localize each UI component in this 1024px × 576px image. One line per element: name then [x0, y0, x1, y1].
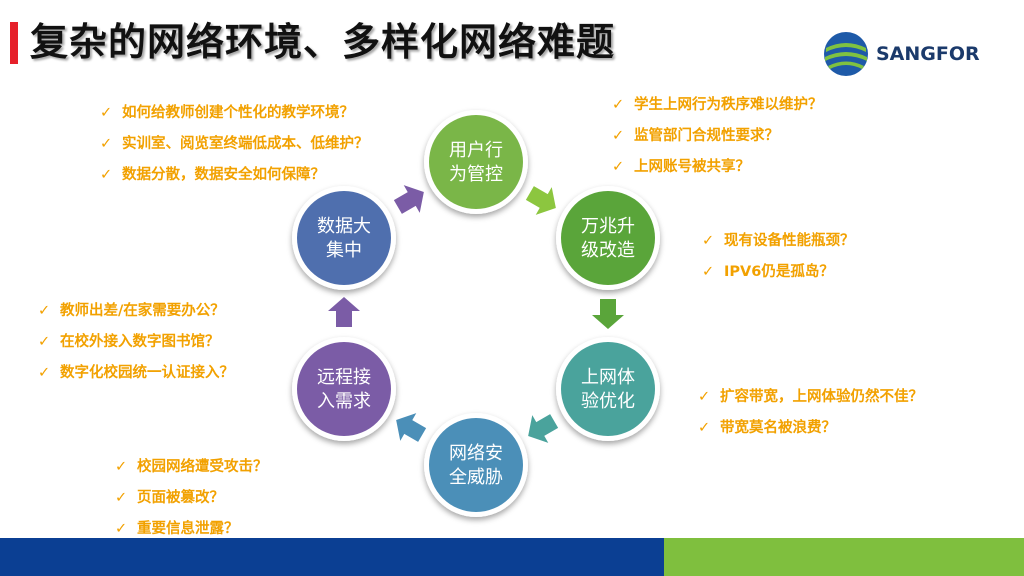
question-item: ✓ IPV6仍是孤岛？ — [702, 257, 855, 288]
question-text: 扩容带宽，上网体验仍然不佳？ — [720, 389, 923, 405]
checkmark-icon: ✓ — [612, 159, 625, 175]
question-item: ✓ 重要信息泄露？ — [115, 514, 268, 545]
question-item: ✓ 校园网络遭受攻击？ — [115, 452, 268, 483]
question-group: ✓ 学生上网行为秩序难以维护？ ✓ 监管部门合规性要求？ ✓ 上网账号被共享？ — [612, 90, 823, 183]
question-group: ✓ 如何给教师创建个性化的教学环境？ ✓ 实训室、阅览室终端低成本、低维护？ ✓ 数据分散… — [100, 98, 369, 191]
cycle-arrow — [396, 413, 427, 442]
question-item: ✓ 教师出差/在家需要办公？ — [38, 296, 234, 327]
question-text: 现有设备性能瓶颈？ — [724, 233, 855, 249]
question-text: 页面被篡改？ — [137, 490, 224, 506]
question-item: ✓ 实训室、阅览室终端低成本、低维护？ — [100, 129, 369, 160]
question-item: ✓ 扩容带宽，上网体验仍然不佳？ — [698, 382, 923, 413]
checkmark-icon: ✓ — [38, 303, 51, 319]
question-item: ✓ 学生上网行为秩序难以维护？ — [612, 90, 823, 121]
question-text: 重要信息泄露？ — [137, 521, 239, 537]
cycle-node-label: 万兆升 — [581, 216, 635, 237]
cycle-node-label: 级改造 — [581, 240, 635, 261]
question-text: 校园网络遭受攻击？ — [137, 459, 268, 475]
question-text: 教师出差/在家需要办公？ — [60, 303, 225, 319]
checkmark-icon: ✓ — [702, 233, 715, 249]
cycle-arrow — [328, 297, 360, 327]
question-text: 数字化校园统一认证接入？ — [60, 365, 234, 381]
cycle-arrow — [592, 299, 624, 329]
cycle-arrows — [328, 185, 624, 443]
question-group: ✓ 现有设备性能瓶颈？ ✓ IPV6仍是孤岛？ — [702, 226, 855, 288]
title-accent-bar — [10, 22, 18, 64]
page-title: 复杂的网络环境、多样化网络难题 — [30, 20, 616, 64]
cycle-node-label: 验优化 — [581, 391, 635, 412]
checkmark-icon: ✓ — [612, 97, 625, 113]
question-text: 监管部门合规性要求？ — [634, 128, 779, 144]
checkmark-icon: ✓ — [115, 459, 128, 475]
question-item: ✓ 页面被篡改？ — [115, 483, 268, 514]
question-text: IPV6仍是孤岛？ — [724, 264, 834, 280]
question-group: ✓ 扩容带宽，上网体验仍然不佳？ ✓ 带宽莫名被浪费？ — [698, 382, 923, 444]
checkmark-icon: ✓ — [38, 334, 51, 350]
checkmark-icon: ✓ — [100, 167, 113, 183]
checkmark-icon: ✓ — [100, 105, 113, 121]
checkmark-icon: ✓ — [702, 264, 715, 280]
question-text: 实训室、阅览室终端低成本、低维护？ — [122, 136, 369, 152]
checkmark-icon: ✓ — [115, 521, 128, 537]
cycle-node-label: 为管控 — [449, 164, 503, 185]
checkmark-icon: ✓ — [612, 128, 625, 144]
question-item: ✓ 数据分散，数据安全如何保障？ — [100, 160, 369, 191]
cycle-node-label: 上网体 — [581, 367, 635, 388]
question-item: ✓ 上网账号被共享？ — [612, 152, 823, 183]
question-group: ✓ 教师出差/在家需要办公？ ✓ 在校外接入数字图书馆？ ✓ 数字化校园统一认证接入？ — [38, 296, 234, 389]
sangfor-logo-icon — [824, 32, 868, 76]
sangfor-logo: SANGFOR — [822, 30, 980, 78]
question-text: 带宽莫名被浪费？ — [720, 420, 836, 436]
checkmark-icon: ✓ — [115, 490, 128, 506]
cycle-node-label: 用户行 — [449, 140, 503, 161]
footer-blue-band — [0, 538, 664, 576]
question-item: ✓ 现有设备性能瓶颈？ — [702, 226, 855, 257]
cycle-arrow — [393, 185, 424, 214]
question-text: 如何给教师创建个性化的教学环境？ — [122, 105, 354, 121]
cycle-node-label: 远程接 — [317, 367, 371, 388]
question-text: 学生上网行为秩序难以维护？ — [634, 97, 823, 113]
logo-text: SANGFOR — [876, 43, 980, 65]
cycle-node-label: 网络安 — [449, 443, 503, 464]
question-item: ✓ 如何给教师创建个性化的教学环境？ — [100, 98, 369, 129]
cycle-arrow — [528, 414, 559, 443]
question-group: ✓ 校园网络遭受攻击？ ✓ 页面被篡改？ ✓ 重要信息泄露？ — [115, 452, 268, 545]
question-text: 数据分散，数据安全如何保障？ — [122, 167, 325, 183]
question-item: ✓ 带宽莫名被浪费？ — [698, 413, 923, 444]
cycle-node-label: 数据大 — [317, 216, 371, 237]
checkmark-icon: ✓ — [698, 420, 711, 436]
question-text: 在校外接入数字图书馆？ — [60, 334, 220, 350]
question-item: ✓ 数字化校园统一认证接入？ — [38, 358, 234, 389]
cycle-arrow — [525, 186, 556, 215]
checkmark-icon: ✓ — [38, 365, 51, 381]
question-text: 上网账号被共享？ — [634, 159, 750, 175]
cycle-node-label: 集中 — [326, 240, 362, 261]
checkmark-icon: ✓ — [698, 389, 711, 405]
question-item: ✓ 监管部门合规性要求？ — [612, 121, 823, 152]
footer-green-band — [664, 538, 1024, 576]
cycle-node-label: 入需求 — [317, 391, 371, 412]
question-item: ✓ 在校外接入数字图书馆？ — [38, 327, 234, 358]
cycle-node-label: 全威胁 — [449, 467, 503, 488]
checkmark-icon: ✓ — [100, 136, 113, 152]
